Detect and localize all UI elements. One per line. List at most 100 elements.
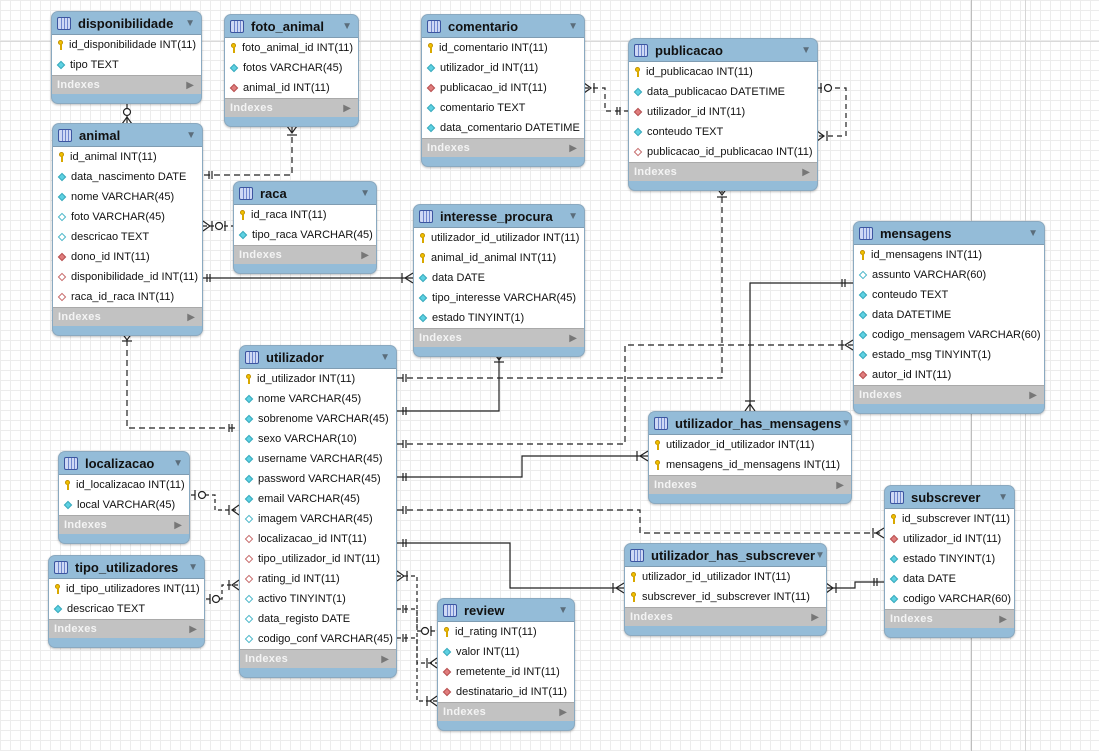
indexes-section[interactable]: Indexes▶ [625,607,826,626]
column-row[interactable]: sexo VARCHAR(10) [240,429,396,449]
column-row[interactable]: estado TINYINT(1) [885,549,1014,569]
table-comentario[interactable]: comentario▼id_comentario INT(11)utilizad… [421,14,585,167]
column-row[interactable]: id_comentario INT(11) [422,38,584,58]
indexes-section[interactable]: Indexes▶ [414,328,584,347]
column-row[interactable]: local VARCHAR(45) [59,495,189,515]
column-row[interactable]: utilizador_id INT(11) [629,102,817,122]
table-tipo-utilizadores[interactable]: tipo_utilizadores▼id_tipo_utilizadores I… [48,555,205,648]
table-header[interactable]: publicacao▼ [629,39,817,61]
column-row[interactable]: foto VARCHAR(45) [53,207,202,227]
table-menu-triangle-icon[interactable]: ▼ [568,210,578,222]
expand-triangle-icon[interactable]: ▶ [343,102,351,114]
expand-triangle-icon[interactable]: ▶ [189,623,197,635]
relationship-utilizador-uhm[interactable] [397,450,649,481]
table-mensagens[interactable]: mensagens▼id_mensagens INT(11)assunto VA… [853,221,1045,414]
column-row[interactable]: data_nascimento DATE [53,167,202,187]
expand-triangle-icon[interactable]: ▶ [381,653,389,665]
table-utilizador-has-mensagens[interactable]: utilizador_has_mensagens▼utilizador_id_u… [648,411,852,504]
relationship-utilizador-interesse[interactable] [397,352,505,415]
relationship-mensagens-uhm[interactable] [744,279,853,412]
column-row[interactable]: utilizador_id INT(11) [422,58,584,78]
expand-triangle-icon[interactable]: ▶ [802,166,810,178]
table-menu-triangle-icon[interactable]: ▼ [1028,227,1038,239]
column-row[interactable]: autor_id INT(11) [854,365,1044,385]
table-review[interactable]: review▼id_rating INT(11)valor INT(11)rem… [437,598,575,731]
table-disponibilidade[interactable]: disponibilidade▼id_disponibilidade INT(1… [51,11,202,104]
relationship-animal-foto-animal[interactable] [204,126,293,176]
table-header[interactable]: tipo_utilizadores▼ [49,556,204,578]
column-row[interactable]: utilizador_id_utilizador INT(11) [414,228,584,248]
column-row[interactable]: nome VARCHAR(45) [53,187,202,207]
column-row[interactable]: utilizador_id_utilizador INT(11) [649,435,851,455]
table-header[interactable]: raca▼ [234,182,376,204]
column-row[interactable]: email VARCHAR(45) [240,489,396,509]
column-row[interactable]: descricao TEXT [49,599,204,619]
column-row[interactable]: username VARCHAR(45) [240,449,396,469]
column-row[interactable]: id_animal INT(11) [53,147,202,167]
column-row[interactable]: id_mensagens INT(11) [854,245,1044,265]
column-row[interactable]: data DATE [885,569,1014,589]
column-row[interactable]: data DATE [414,268,584,288]
indexes-section[interactable]: Indexes▶ [49,619,204,638]
relationship-publicacao-self[interactable] [816,83,847,142]
indexes-section[interactable]: Indexes▶ [52,75,201,94]
table-localizacao[interactable]: localizacao▼id_localizacao INT(11)local … [58,451,190,544]
table-menu-triangle-icon[interactable]: ▼ [815,549,825,561]
column-row[interactable]: data_registo DATE [240,609,396,629]
relationship-utilizador-review[interactable] [397,605,438,669]
table-menu-triangle-icon[interactable]: ▼ [188,561,198,573]
table-header[interactable]: comentario▼ [422,15,584,37]
column-row[interactable]: conteudo TEXT [854,285,1044,305]
column-row[interactable]: activo TINYINT(1) [240,589,396,609]
column-row[interactable]: codigo_conf VARCHAR(45) [240,629,396,649]
expand-triangle-icon[interactable]: ▶ [187,311,195,323]
relationship-tipo-utilizador[interactable] [206,579,240,604]
column-row[interactable]: comentario TEXT [422,98,584,118]
expand-triangle-icon[interactable]: ▶ [836,479,844,491]
table-header[interactable]: localizacao▼ [59,452,189,474]
column-row[interactable]: tipo_interesse VARCHAR(45) [414,288,584,308]
indexes-section[interactable]: Indexes▶ [885,609,1014,628]
column-row[interactable]: animal_id_animal INT(11) [414,248,584,268]
column-row[interactable]: utilizador_id_utilizador INT(11) [625,567,826,587]
table-header[interactable]: animal▼ [53,124,202,146]
table-header[interactable]: utilizador_has_subscrever▼ [625,544,826,566]
column-row[interactable]: id_publicacao INT(11) [629,62,817,82]
column-row[interactable]: estado TINYINT(1) [414,308,584,328]
indexes-section[interactable]: Indexes▶ [438,702,574,721]
expand-triangle-icon[interactable]: ▶ [569,142,577,154]
column-row[interactable]: id_raca INT(11) [234,205,376,225]
table-menu-triangle-icon[interactable]: ▼ [185,17,195,29]
column-row[interactable]: id_tipo_utilizadores INT(11) [49,579,204,599]
relationship-localizacao-utilizador[interactable] [191,490,240,516]
column-row[interactable]: id_subscrever INT(11) [885,509,1014,529]
relationship-subscrever-uhs[interactable] [825,578,884,594]
indexes-section[interactable]: Indexes▶ [629,162,817,181]
column-row[interactable]: id_utilizador INT(11) [240,369,396,389]
column-row[interactable]: assunto VARCHAR(60) [854,265,1044,285]
indexes-section[interactable]: Indexes▶ [649,475,851,494]
indexes-section[interactable]: Indexes▶ [225,98,358,117]
column-row[interactable]: nome VARCHAR(45) [240,389,396,409]
column-row[interactable]: fotos VARCHAR(45) [225,58,358,78]
column-row[interactable]: utilizador_id INT(11) [885,529,1014,549]
indexes-section[interactable]: Indexes▶ [422,138,584,157]
column-row[interactable]: descricao TEXT [53,227,202,247]
column-row[interactable]: destinatario_id INT(11) [438,682,574,702]
column-row[interactable]: valor INT(11) [438,642,574,662]
column-row[interactable]: remetente_id INT(11) [438,662,574,682]
table-header[interactable]: foto_animal▼ [225,15,358,37]
column-row[interactable]: raca_id_raca INT(11) [53,287,202,307]
relationship-utilizador-uhs[interactable] [397,539,625,594]
column-row[interactable]: id_localizacao INT(11) [59,475,189,495]
column-row[interactable]: imagem VARCHAR(45) [240,509,396,529]
relationship-animal-utilizador[interactable] [121,330,239,432]
table-header[interactable]: review▼ [438,599,574,621]
column-row[interactable]: animal_id INT(11) [225,78,358,98]
column-row[interactable]: mensagens_id_mensagens INT(11) [649,455,851,475]
table-utilizador[interactable]: utilizador▼id_utilizador INT(11)nome VAR… [239,345,397,678]
expand-triangle-icon[interactable]: ▶ [174,519,182,531]
expand-triangle-icon[interactable]: ▶ [559,706,567,718]
column-row[interactable]: data_comentario DATETIME [422,118,584,138]
column-row[interactable]: estado_msg TINYINT(1) [854,345,1044,365]
